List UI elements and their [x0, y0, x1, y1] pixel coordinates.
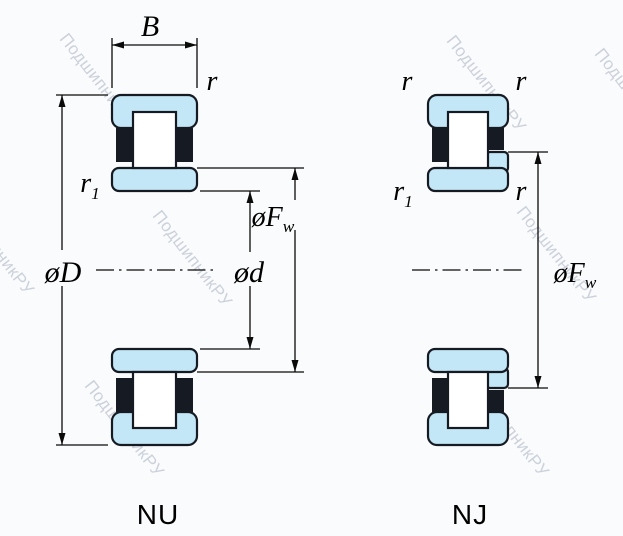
label-r-mid-nj: r [516, 176, 527, 207]
label-r1-nj: r1 [393, 176, 413, 211]
nj-dim-Fw-arrow-bottom [534, 376, 542, 388]
nu-type-label: NU [137, 499, 179, 530]
label-Fw-mask [246, 200, 302, 230]
nu-dim-Fw: øFw [197, 167, 304, 373]
nj-cage-bar-bottom-left [432, 378, 448, 412]
label-d-mask [227, 252, 273, 286]
nu-inner-ring-top [110, 166, 199, 193]
watermark-layer: ПодшипникРУ ПодшипникРУ ПодшипникРУ Подш… [0, 30, 623, 481]
label-d: ød [233, 256, 265, 289]
label-Fw: øFw [251, 202, 295, 236]
dim-B-arrow-left [112, 41, 124, 49]
nu-roller-bottom [131, 370, 178, 430]
dim-D-arrow-bottom [58, 433, 66, 445]
nj-bearing-section [412, 93, 526, 447]
watermark-text: ПодшипникРУ [0, 195, 38, 299]
nu-roller-top [131, 110, 178, 170]
nu-inner-ring-bottom [110, 347, 199, 374]
dim-D-arrow-top [58, 95, 66, 107]
nu-cage-bar-bottom-right [176, 378, 193, 412]
nj-inner-ring-bottom [426, 347, 510, 374]
nu-dim-B: B [111, 10, 198, 88]
nu-dim-d: ød [200, 190, 273, 350]
label-D: øD [44, 256, 82, 289]
label-r1-main: r [80, 168, 91, 199]
label-B: B [141, 10, 159, 43]
dim-Fw-arrow-bottom [291, 360, 299, 372]
nj-inner-ring-top [426, 166, 510, 193]
label-Fw-sub: w [283, 217, 295, 236]
nj-label-Fw: øFw [553, 258, 597, 292]
nu-cage-bar-top-left [116, 128, 133, 162]
nj-cage-bar-top-left [432, 128, 448, 162]
label-r-top-left-nj: r [402, 66, 413, 97]
nj-dim-Fw: øFw [508, 151, 597, 389]
label-r-top-nu: r [207, 66, 218, 97]
dim-d-arrow-bottom [246, 337, 254, 349]
nu-cage-bar-bottom-left [116, 378, 133, 412]
nj-roller-bottom [446, 370, 490, 430]
nj-type-label: NJ [452, 499, 488, 530]
dim-B-arrow-right [185, 41, 197, 49]
label-r1-nu: r1 [80, 168, 100, 203]
nj-label-r1-sub: 1 [404, 192, 413, 211]
watermark-text: ПодшипникРУ [149, 207, 236, 311]
nj-label-r1-main: r [393, 176, 404, 207]
nj-label-Fw-main: øF [553, 258, 586, 289]
nj-cage-bar-top-right [488, 128, 504, 150]
nj-label-Fw-sub: w [585, 273, 597, 292]
dim-d-arrow-top [246, 191, 254, 203]
nu-cage-bar-top-right [176, 128, 193, 162]
label-Fw-main: øF [251, 202, 284, 233]
label-D-mask [38, 250, 90, 286]
nj-dim-Fw-arrow-top [534, 152, 542, 164]
label-r-top-right-nj: r [516, 66, 527, 97]
dim-Fw-arrow-top [291, 168, 299, 180]
nu-bearing-section [96, 93, 216, 447]
nj-cage-bar-bottom-right [488, 390, 504, 412]
nu-dim-D: øD [38, 94, 108, 446]
label-r1-sub: 1 [91, 184, 100, 203]
watermark-text: ПодшипникРУ [591, 45, 623, 149]
nj-roller-top [446, 110, 490, 170]
